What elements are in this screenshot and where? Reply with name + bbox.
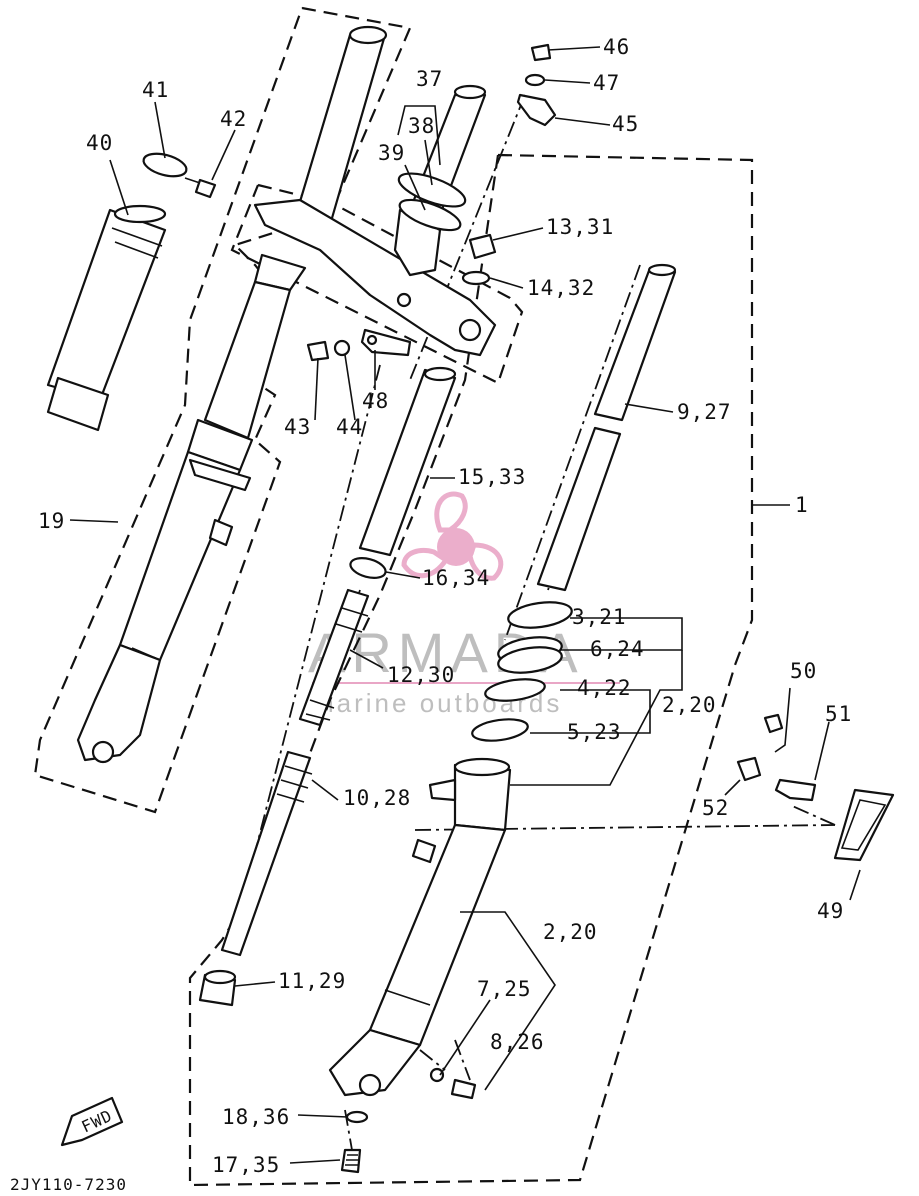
bottom-bolt — [340, 1148, 362, 1174]
bracket-51 — [774, 778, 817, 802]
gasket — [429, 1067, 445, 1083]
drawing-code: 2JY110-7230 — [10, 1175, 127, 1194]
slide-metal — [471, 718, 529, 742]
label-46: 46 — [603, 35, 630, 59]
label-45: 45 — [612, 112, 639, 136]
label-44: 44 — [336, 415, 363, 439]
label-5-23: 5,23 — [567, 720, 622, 744]
label-52: 52 — [702, 796, 729, 820]
bolt-42 — [184, 177, 217, 199]
label-10-28: 10,28 — [343, 786, 411, 810]
label-14-32: 14,32 — [527, 276, 595, 300]
nut-50 — [763, 713, 784, 734]
label-11-29: 11,29 — [278, 969, 346, 993]
label-37: 37 — [416, 67, 443, 91]
seal-clip — [484, 678, 546, 702]
label-49: 49 — [817, 899, 844, 923]
oil-lock-piece — [198, 969, 237, 1007]
label-12-30: 12,30 — [387, 663, 455, 687]
clip-45 — [516, 93, 557, 127]
label-4-22: 4,22 — [577, 676, 632, 700]
label-2-20-lower: 2,20 — [543, 920, 598, 944]
fork-boot — [46, 204, 167, 432]
label-2-20-upper: 2,20 — [662, 693, 717, 717]
label-47: 47 — [593, 71, 620, 95]
label-50: 50 — [790, 659, 817, 683]
label-9-27: 9,27 — [677, 400, 732, 424]
label-13-31: 13,31 — [546, 215, 614, 239]
label-39: 39 — [378, 141, 405, 165]
bolt-46 — [530, 43, 552, 62]
ring-41 — [142, 152, 188, 178]
washer-47 — [524, 73, 546, 87]
leader-lines — [69, 46, 861, 1164]
drain-bolt — [450, 1078, 477, 1100]
label-3-21: 3,21 — [572, 605, 627, 629]
fork-spring — [536, 263, 677, 592]
label-8-26: 8,26 — [490, 1030, 545, 1054]
label-17-35: 17,35 — [212, 1153, 280, 1177]
rebound-spring — [298, 588, 370, 727]
damper-rod — [220, 750, 313, 957]
label-38: 38 — [408, 114, 435, 138]
spring-seat — [349, 557, 387, 579]
dust-seal — [507, 601, 573, 629]
label-40: 40 — [86, 131, 113, 155]
watermark-logo — [401, 491, 504, 581]
clamp-48 — [360, 328, 412, 357]
label-48: 48 — [362, 389, 389, 413]
bolt-43-washer-44 — [306, 339, 351, 362]
label-16-34: 16,34 — [422, 566, 490, 590]
label-1: 1 — [795, 493, 809, 517]
bolt-52 — [736, 756, 762, 782]
cap-bolt — [468, 233, 497, 260]
oil-seal — [497, 636, 563, 674]
label-41: 41 — [142, 78, 169, 102]
label-6-24: 6,24 — [590, 637, 645, 661]
part-labels: 41 42 40 37 38 39 43 44 48 46 47 45 13,3… — [10, 35, 852, 1194]
reflector — [833, 788, 895, 862]
label-43: 43 — [284, 415, 311, 439]
label-19: 19 — [38, 509, 65, 533]
spacer — [358, 366, 457, 557]
right-fork-outer-tube — [328, 757, 512, 1097]
washer-18 — [345, 1110, 369, 1124]
label-51: 51 — [825, 702, 852, 726]
o-ring — [461, 270, 491, 286]
stem-washer-38-39 — [397, 172, 467, 232]
label-42: 42 — [220, 107, 247, 131]
left-fork-outer-tube — [76, 25, 388, 764]
fwd-arrow-icon: FWD — [60, 1096, 124, 1147]
label-7-25: 7,25 — [477, 977, 532, 1001]
label-15-33: 15,33 — [458, 465, 526, 489]
label-18-36: 18,36 — [222, 1105, 290, 1129]
